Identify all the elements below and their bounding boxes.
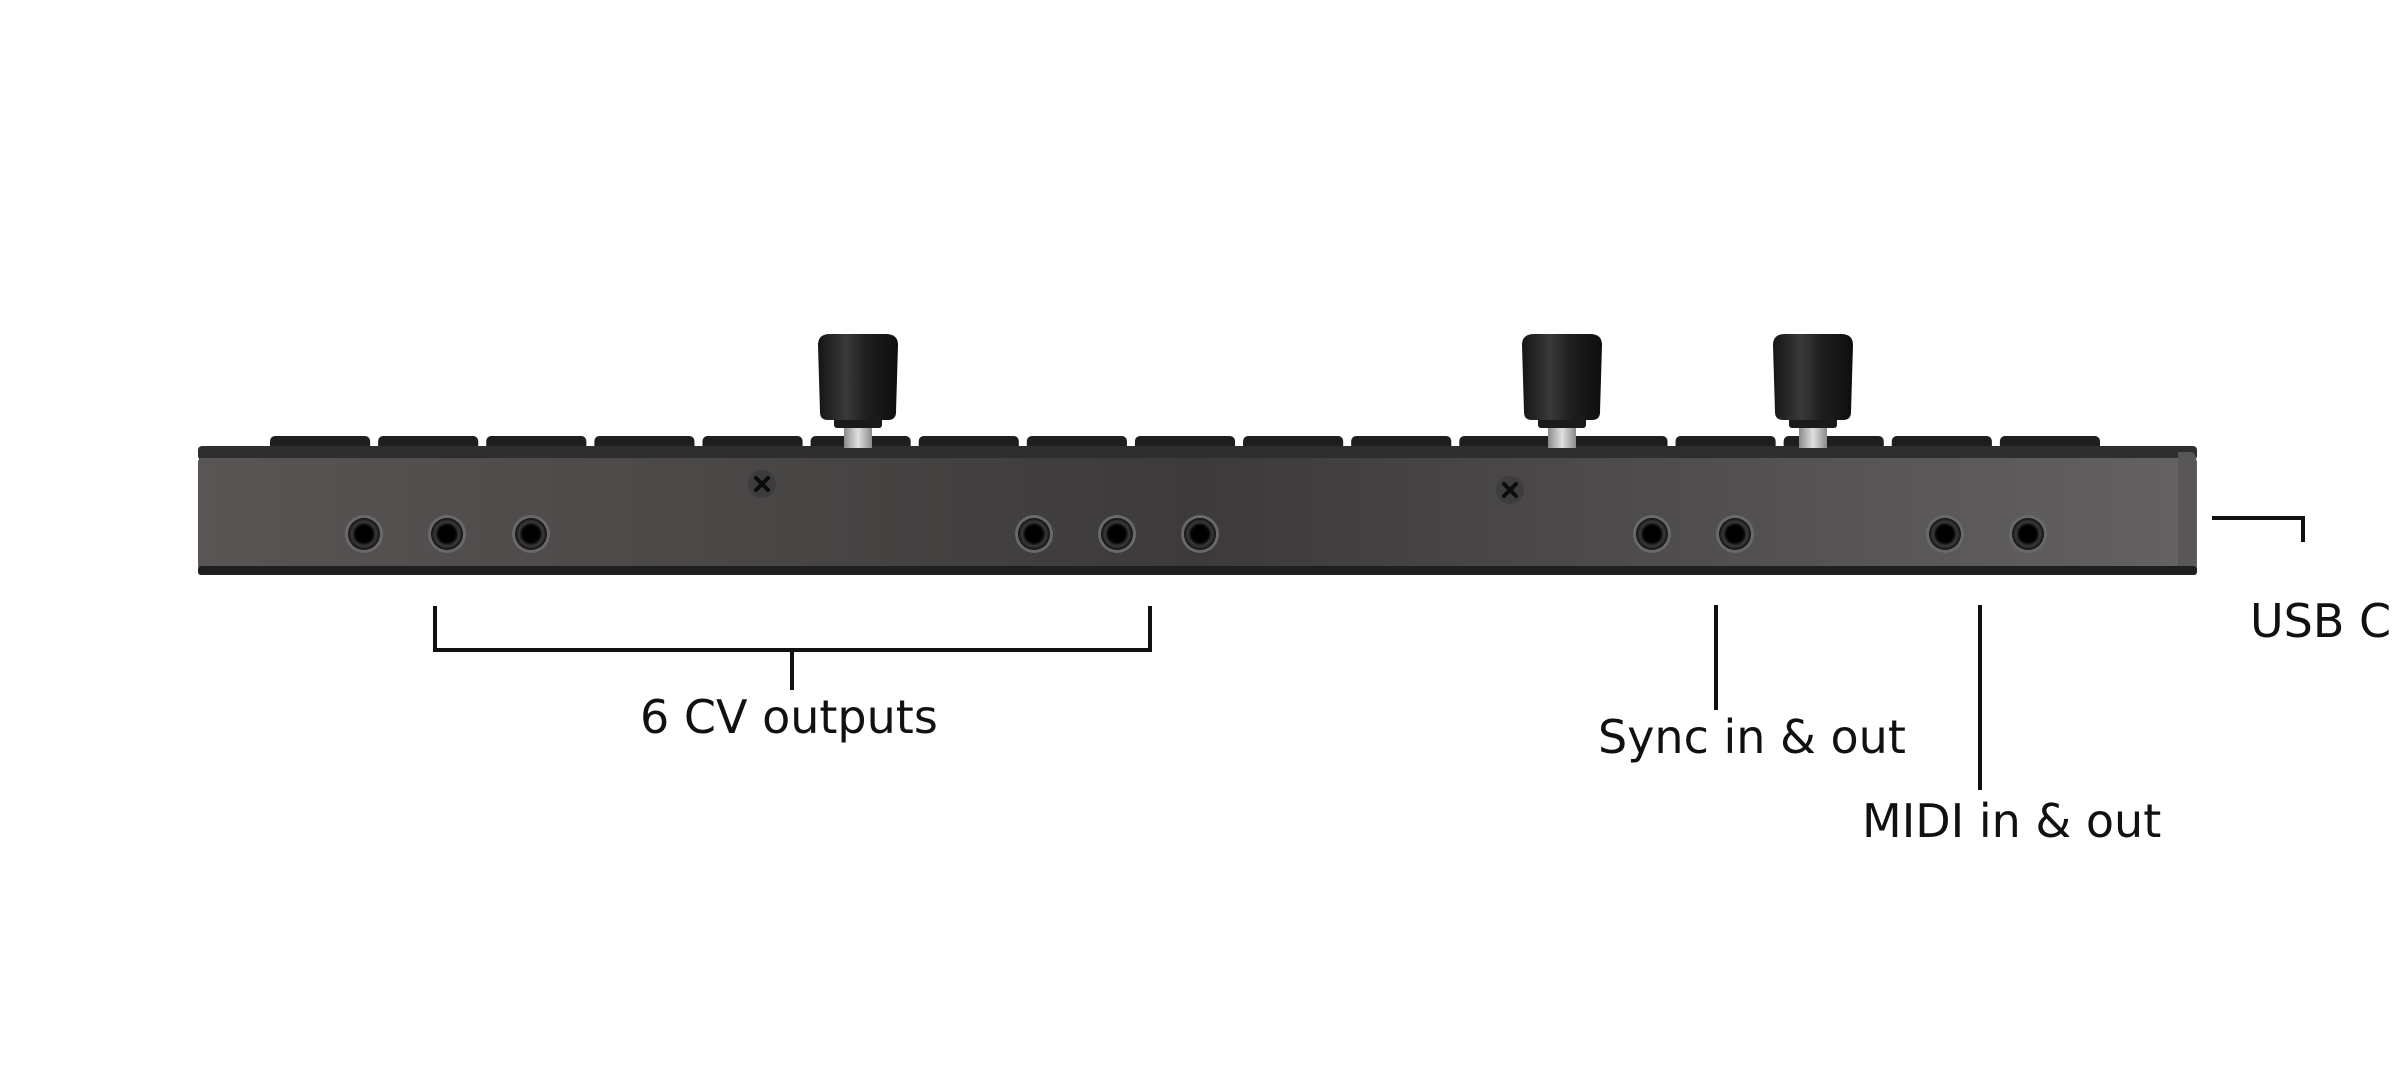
jack-hole	[1937, 526, 1953, 542]
device-right-endcap	[2178, 452, 2196, 566]
jack-hole	[356, 526, 372, 542]
jack	[2009, 515, 2047, 553]
jack	[428, 515, 466, 553]
screw-slot	[754, 476, 770, 492]
device-top-edge	[198, 446, 2197, 460]
knobs-group	[818, 334, 1853, 448]
knob	[1522, 334, 1602, 448]
jack	[345, 515, 383, 553]
jack-hole	[2020, 526, 2036, 542]
jack-hole	[523, 526, 539, 542]
jack	[1015, 515, 1053, 553]
screw	[1496, 476, 1524, 504]
jack	[1926, 515, 1964, 553]
jack-hole	[439, 526, 455, 542]
knob	[818, 334, 898, 448]
screws-group	[748, 470, 1524, 504]
knob-cap	[1773, 334, 1853, 420]
jack	[1181, 515, 1219, 553]
usb-c-label: USB C	[2250, 594, 2392, 648]
jack	[1098, 515, 1136, 553]
jack-hole	[1644, 526, 1660, 542]
usb-callout-hook	[2212, 516, 2305, 542]
screw	[748, 470, 776, 498]
jack	[1633, 515, 1671, 553]
screw-slot	[1502, 482, 1518, 498]
jack	[512, 515, 550, 553]
jack-hole	[1192, 526, 1208, 542]
jacks-group	[345, 515, 2047, 553]
jack-hole	[1727, 526, 1743, 542]
sync-label: Sync in & out	[1598, 710, 1906, 764]
device-bottom-edge	[198, 566, 2197, 575]
knob-cap	[818, 334, 898, 420]
cv-outputs-bracket	[433, 606, 1152, 690]
jack	[1716, 515, 1754, 553]
device-front-panel	[198, 458, 2197, 570]
jack-hole	[1026, 526, 1042, 542]
midi-label: MIDI in & out	[1862, 794, 2162, 848]
cv-outputs-label: 6 CV outputs	[640, 690, 938, 744]
jack-hole	[1109, 526, 1125, 542]
knob-cap	[1522, 334, 1602, 420]
knob	[1773, 334, 1853, 448]
